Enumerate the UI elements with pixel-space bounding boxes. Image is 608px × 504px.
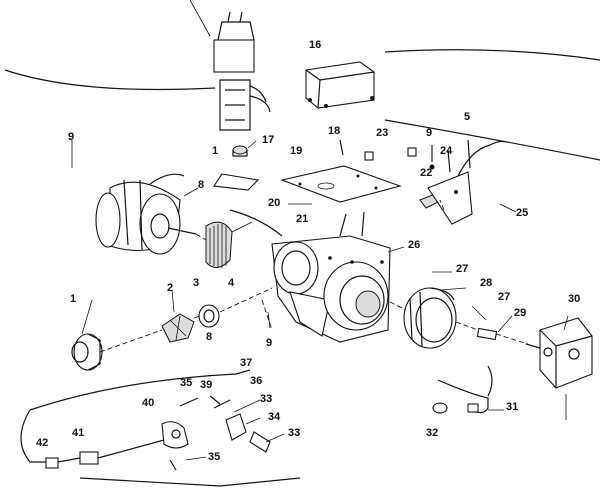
electrode-assembly: [45, 395, 271, 471]
part-label-30: 30: [568, 293, 581, 305]
part-label-39: 39: [200, 379, 213, 391]
part-label-1b: 1: [70, 293, 77, 305]
oil-line: [432, 365, 493, 414]
part-label-33b: 33: [288, 427, 301, 439]
part-label-34: 34: [268, 411, 281, 423]
part-label-1a: 1: [212, 145, 219, 157]
burner-housing-icon: [271, 211, 391, 343]
part-label-9a: 9: [426, 127, 433, 139]
part-label-16: 16: [309, 39, 322, 51]
part-label-24: 24: [440, 145, 453, 157]
part-label-9c: 9: [266, 337, 273, 349]
part-label-29: 29: [514, 307, 527, 319]
background-arcs: [4, 0, 601, 161]
part-label-40: 40: [142, 397, 155, 409]
part-label-22: 22: [420, 167, 433, 179]
motor-bracket: [213, 173, 260, 191]
part-label-8a: 8: [198, 179, 205, 191]
part-label-35a: 35: [180, 377, 193, 389]
part-label-36: 36: [250, 375, 263, 387]
part-label-8b: 8: [206, 331, 213, 343]
part-label-25: 25: [516, 207, 529, 219]
part-label-31: 31: [506, 401, 519, 413]
fan-and-nozzle-parts: [71, 304, 220, 371]
part-label-18: 18: [328, 125, 341, 137]
part-label-21: 21: [296, 213, 309, 225]
part-label-5: 5: [464, 111, 471, 123]
part-label-27a: 27: [456, 263, 469, 275]
part-label-3: 3: [193, 277, 200, 289]
upper-control-assembly: [213, 11, 271, 131]
base-plate: [280, 165, 402, 203]
part-label-20: 20: [268, 197, 281, 209]
ignition-transformer-icon: [305, 61, 375, 109]
part-label-27b: 27: [498, 291, 511, 303]
air-band: [403, 287, 457, 349]
coupling: [476, 327, 498, 341]
part-label-35b: 35: [208, 451, 221, 463]
leader-lines: [71, 140, 569, 461]
part-label-2: 2: [167, 282, 174, 294]
part-label-32: 32: [426, 427, 439, 439]
assembly-lines: [20, 164, 529, 487]
part-label-23: 23: [376, 127, 389, 139]
fuel-pump-icon: [525, 317, 593, 389]
part-label-37: 37: [240, 357, 253, 369]
cover-bracket: [427, 171, 473, 225]
part-label-42: 42: [36, 437, 49, 449]
part-label-9b: 9: [68, 131, 75, 143]
blower-wheel: [205, 209, 283, 268]
part-label-17: 17: [262, 134, 275, 146]
part-label-33a: 33: [260, 393, 273, 405]
part-label-41: 41: [72, 427, 85, 439]
part-label-28: 28: [480, 277, 493, 289]
electric-motor-icon: [95, 173, 197, 255]
part-label-4: 4: [228, 277, 235, 289]
part-label-26: 26: [408, 239, 421, 251]
part-label-19: 19: [290, 145, 303, 157]
